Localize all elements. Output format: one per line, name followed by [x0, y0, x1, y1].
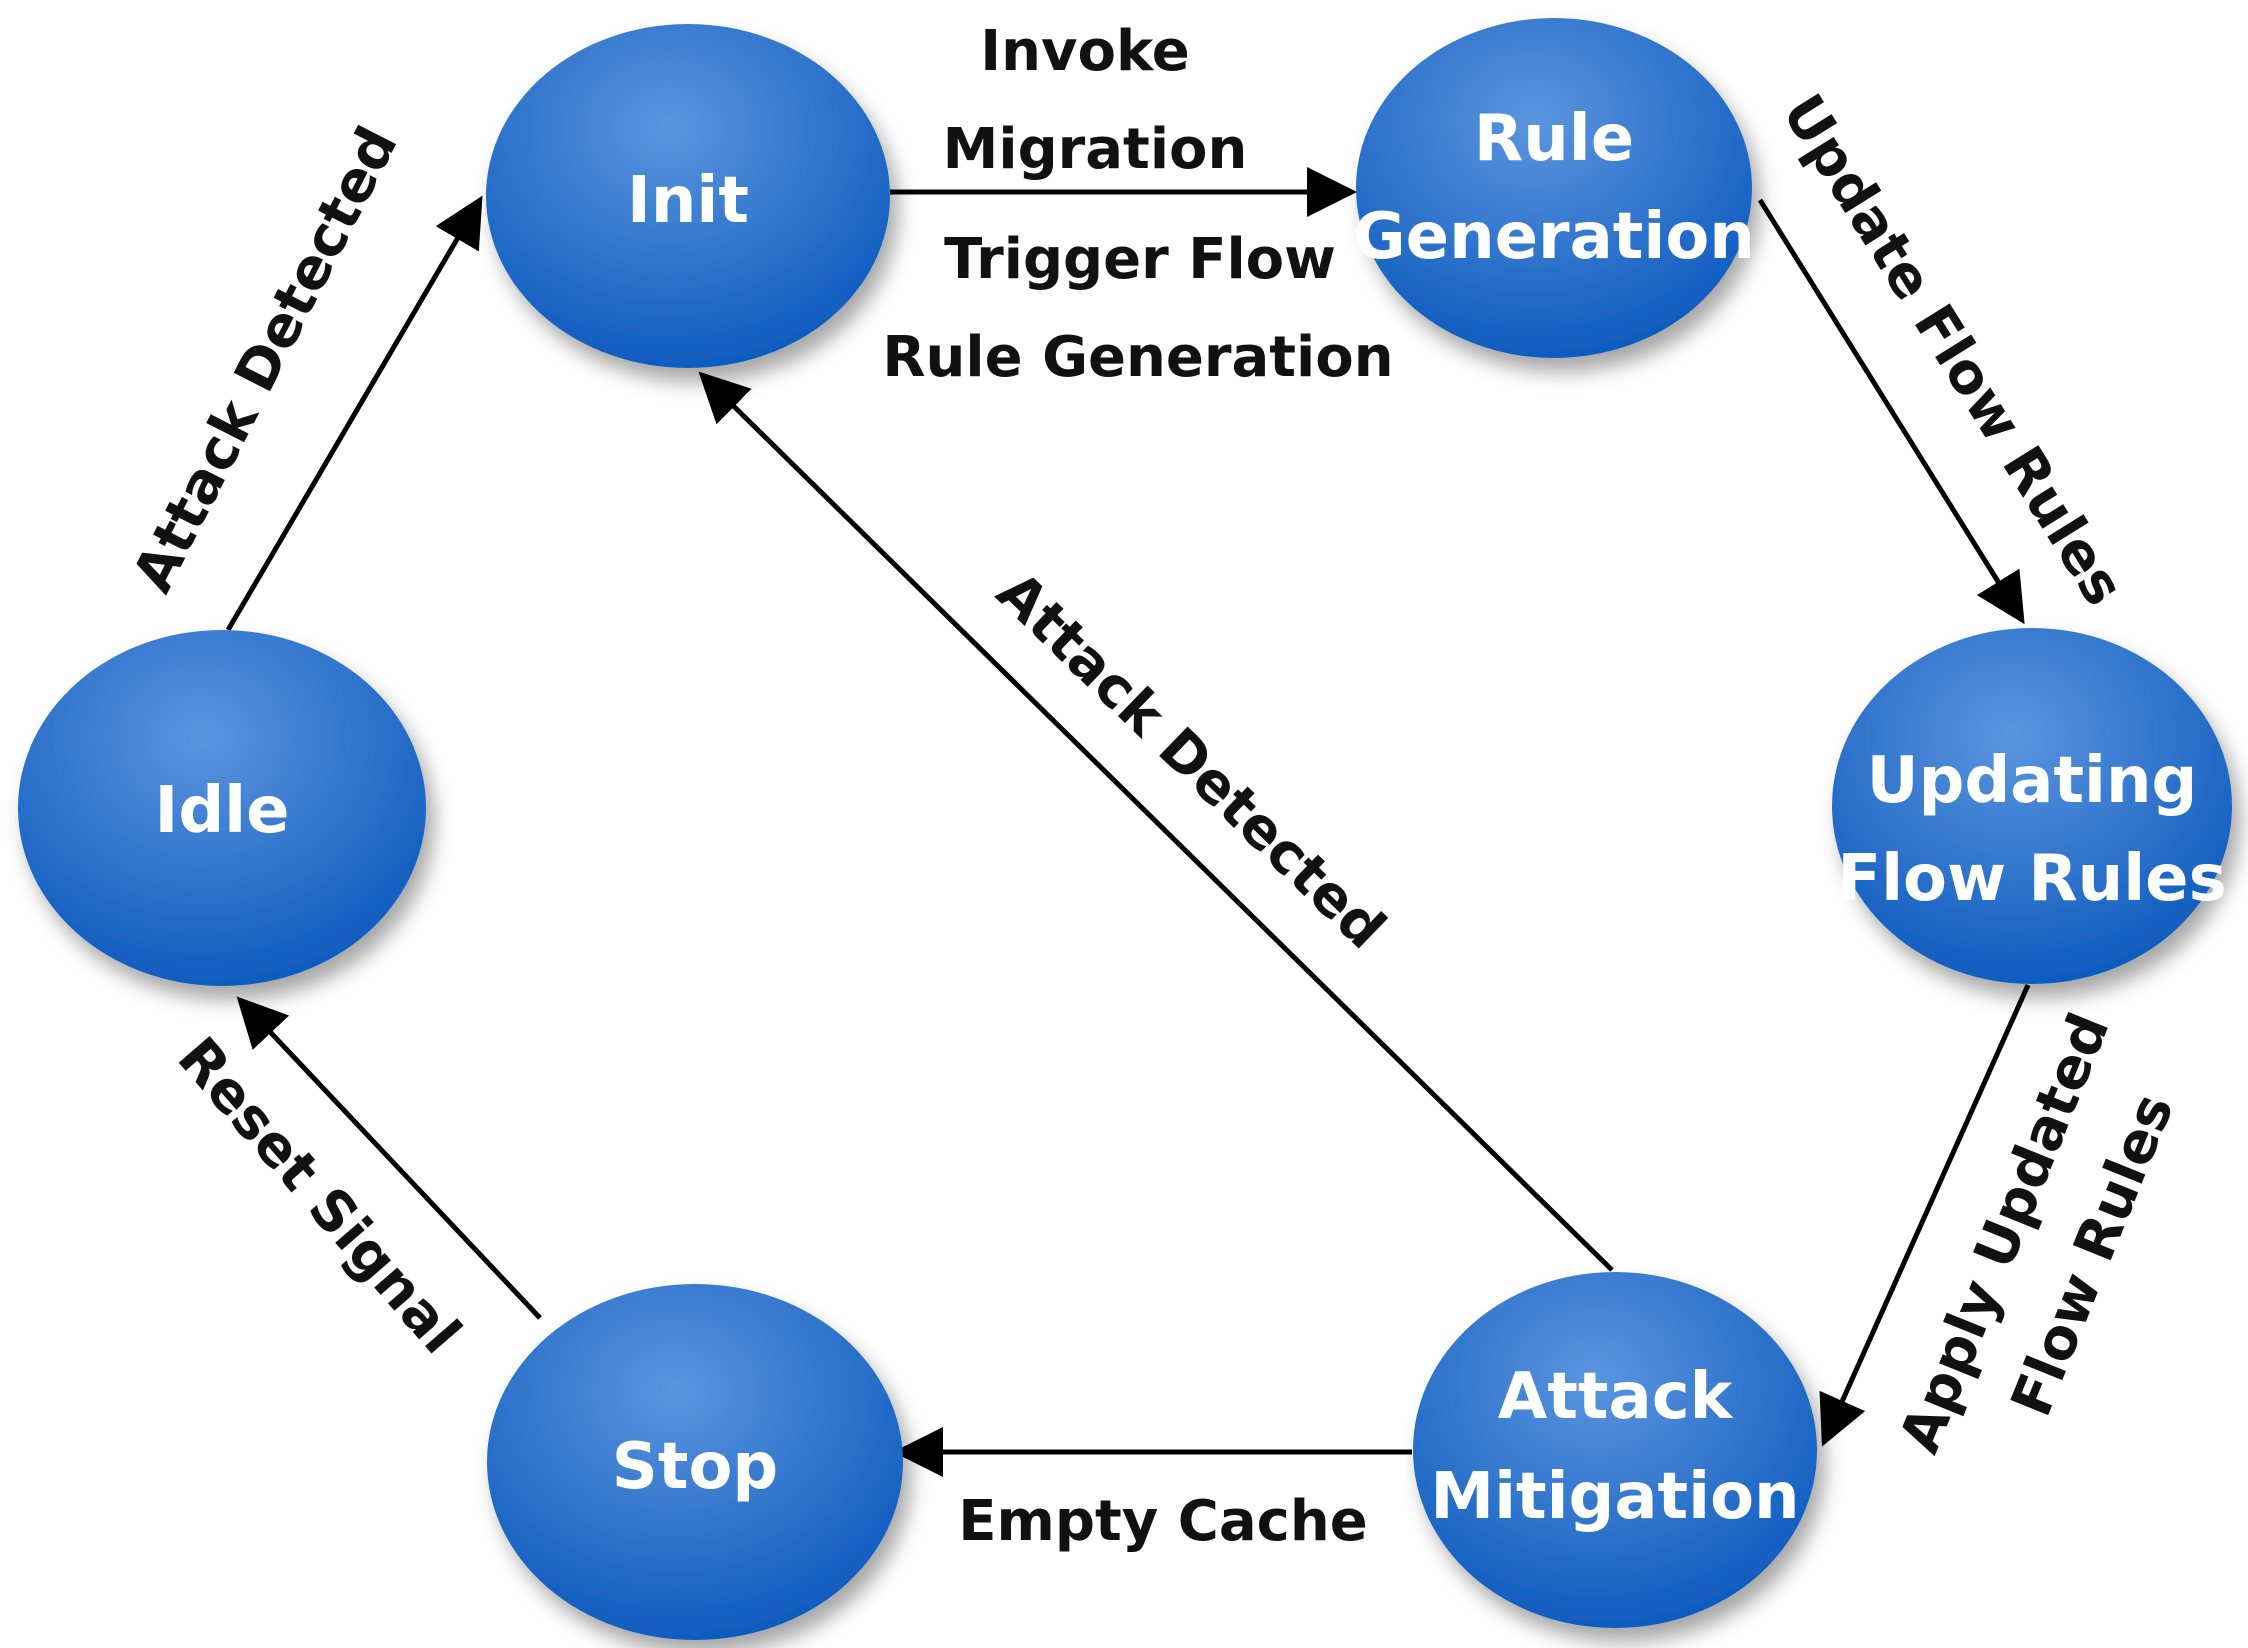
node-updating-flow-rules-ellipse	[1832, 628, 2232, 984]
label-trigger-flow: Trigger Flow	[944, 227, 1336, 292]
label-migration: Migration	[943, 117, 1248, 182]
edge-attack-mitigation-to-init	[698, 371, 1614, 1272]
node-rule-generation[interactable]: Rule Generation	[1353, 18, 1755, 358]
node-attack-mitigation-ellipse	[1413, 1272, 1817, 1628]
label-rule-generation: Rule Generation	[882, 325, 1393, 390]
node-init[interactable]: Init	[486, 24, 890, 368]
node-init-ellipse	[486, 24, 890, 368]
label-empty-cache: Empty Cache	[958, 1489, 1367, 1554]
node-stop-label: Stop	[612, 1430, 778, 1504]
node-rule-generation-label-2: Generation	[1353, 200, 1755, 274]
edge-rule-generation-to-updating	[1757, 198, 2025, 625]
node-attack-mitigation[interactable]: Attack Mitigation	[1413, 1272, 1817, 1628]
node-init-label: Init	[627, 164, 749, 238]
node-idle[interactable]: Idle	[18, 630, 426, 986]
edge-updating-to-attack-mitigation	[1819, 983, 2031, 1447]
label-attack-detected-left: Attack Detected	[120, 117, 410, 603]
label-invoke: Invoke	[980, 19, 1189, 84]
label-attack-detected-center: Attack Detected	[984, 560, 1397, 962]
node-idle-label: Idle	[155, 774, 290, 848]
node-attack-mitigation-label-2: Mitigation	[1430, 1460, 1799, 1534]
label-update-flow-rules: Update Flow Rules	[1769, 84, 2136, 617]
node-attack-mitigation-label-1: Attack	[1498, 1360, 1734, 1434]
node-rule-generation-ellipse	[1356, 18, 1752, 358]
node-rule-generation-label-1: Rule	[1474, 102, 1634, 176]
node-stop[interactable]: Stop	[487, 1284, 903, 1640]
node-stop-ellipse	[487, 1284, 903, 1640]
edge-stop-to-idle	[236, 996, 542, 1320]
node-idle-ellipse	[18, 630, 426, 986]
edges	[225, 167, 2031, 1477]
node-updating-label-2: Flow Rules	[1837, 842, 2226, 916]
edge-idle-to-init	[225, 195, 483, 632]
node-updating-label-1: Updating	[1867, 744, 2198, 818]
node-updating-flow-rules[interactable]: Updating Flow Rules	[1832, 628, 2232, 984]
